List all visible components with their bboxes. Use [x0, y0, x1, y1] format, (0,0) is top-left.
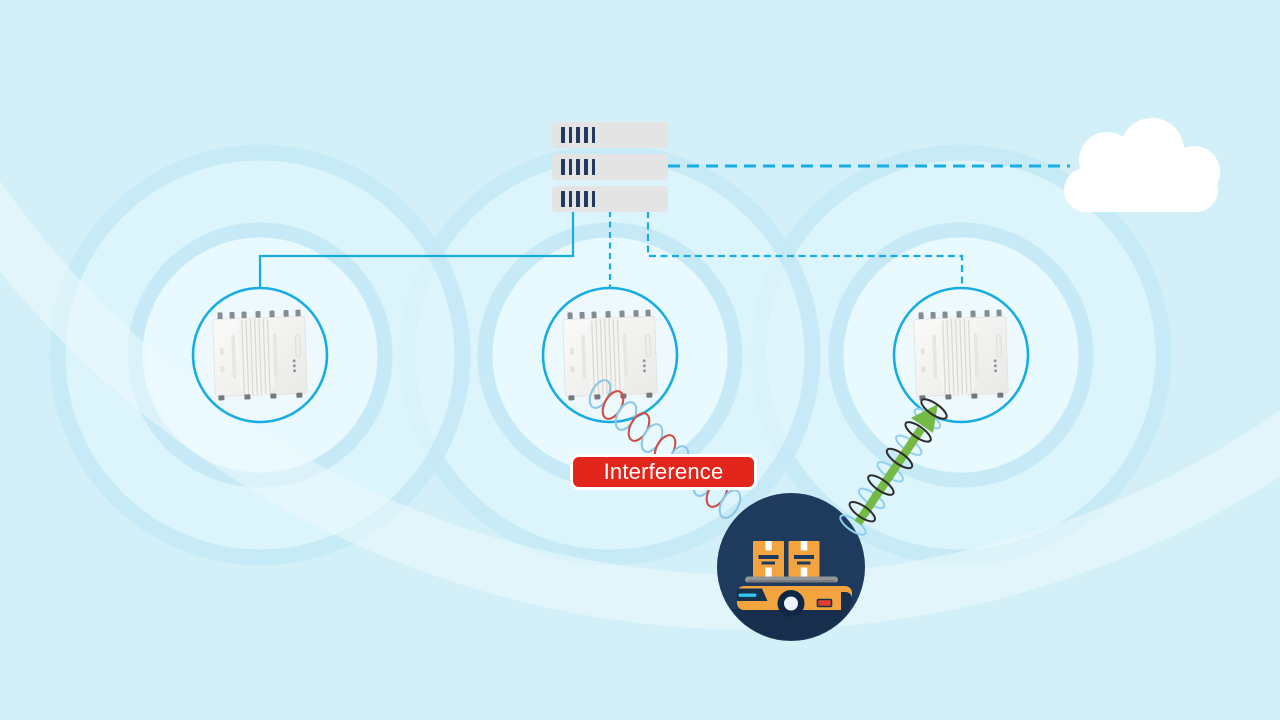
server-unit	[552, 122, 668, 148]
agv-taillight	[816, 598, 833, 608]
access-point-middle	[541, 286, 679, 424]
access-point-left	[191, 286, 329, 424]
server-slot-icon	[576, 159, 580, 175]
link-server-to-ap-right	[646, 211, 964, 288]
link-server-to-ap-left	[258, 211, 575, 288]
server-slot-icon	[561, 191, 565, 207]
agv-robot-icon	[717, 493, 865, 641]
cargo-box	[788, 541, 820, 577]
access-point-icon	[912, 308, 1010, 402]
server-slot-icon	[591, 127, 596, 143]
server-slot-icon	[568, 127, 573, 143]
server-stack	[552, 122, 668, 218]
cargo-box	[753, 541, 784, 577]
server-slot-icon	[584, 159, 588, 175]
server-slot-icon	[561, 159, 565, 175]
server-slot-icon	[568, 191, 573, 207]
cloud-icon	[1064, 118, 1220, 212]
server-unit	[552, 154, 668, 180]
interference-label: Interference	[570, 454, 757, 490]
signal-arrow-icon	[854, 404, 938, 526]
server-slot-icon	[568, 159, 573, 175]
access-point-icon	[211, 308, 309, 402]
server-slot-icon	[591, 191, 596, 207]
server-unit	[552, 186, 668, 212]
interference-label-text: Interference	[603, 459, 724, 484]
access-point-right	[892, 286, 1030, 424]
network-links	[258, 164, 1070, 288]
signal-coil-icon	[839, 398, 948, 536]
agv-headlight	[738, 593, 757, 597]
server-slot-icon	[584, 127, 588, 143]
server-slot-icon	[576, 191, 580, 207]
server-slot-icon	[576, 127, 580, 143]
server-slot-icon	[584, 191, 588, 207]
server-slot-icon	[561, 127, 565, 143]
server-slot-icon	[591, 159, 596, 175]
